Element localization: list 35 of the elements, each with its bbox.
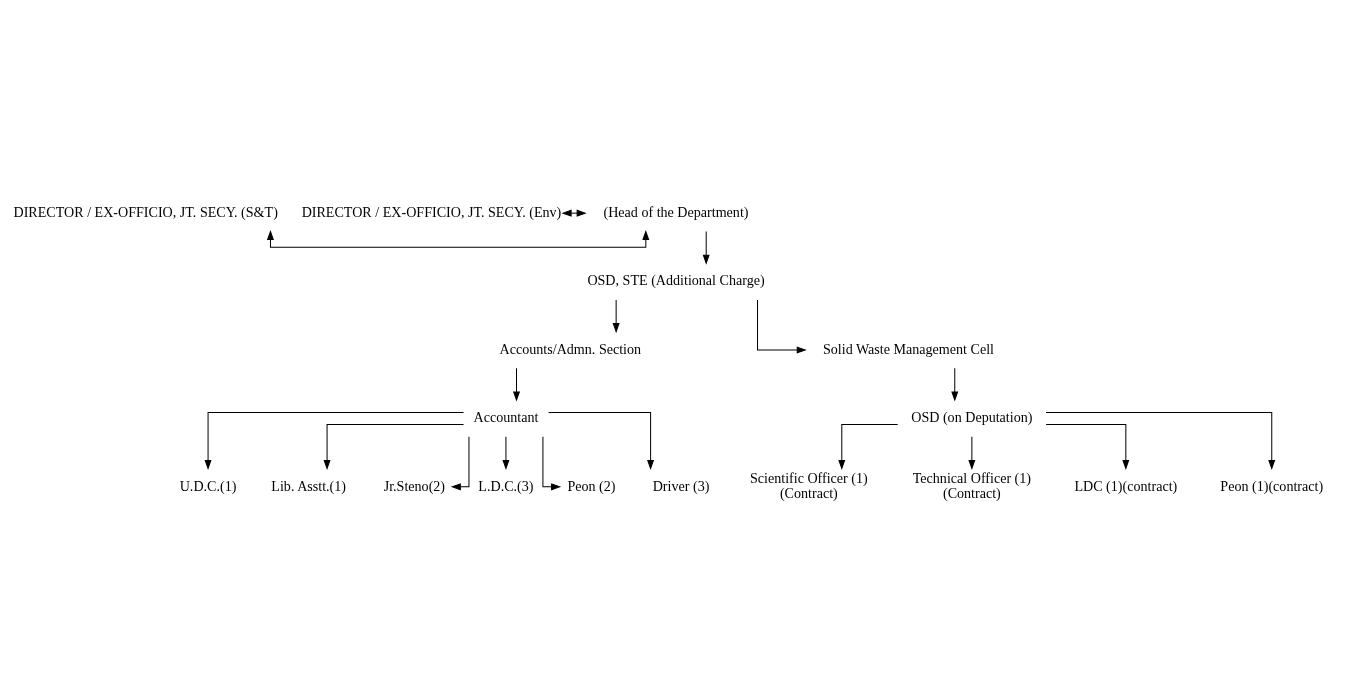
node-text: Lib. Asstt.(1) (271, 477, 347, 494)
arrow (757, 299, 807, 354)
node-text: Accountant (473, 409, 539, 426)
node-text: Peon (1)(contract) (1220, 477, 1324, 494)
node-text: DIRECTOR / EX-OFFICIO, JT. SECY. (S&T) (13, 203, 278, 220)
node-text: Solid Waste Management Cell (822, 340, 994, 357)
node-text: Peon (2) (567, 477, 616, 494)
node-text: Jr.Steno(2) (383, 477, 446, 494)
arrow (968, 436, 976, 470)
arrow (512, 367, 521, 402)
arrow (702, 230, 710, 265)
arrow (502, 436, 510, 470)
arrow (323, 423, 465, 470)
node-text: U.D.C.(1) (179, 477, 237, 494)
arrow (204, 411, 465, 470)
node-text: (Head of the Department) (603, 203, 749, 220)
arrow (1045, 423, 1130, 470)
arrow (266, 229, 650, 248)
arrow (542, 436, 562, 491)
node-text: Scientific Officer (1) (Contract) (749, 470, 868, 502)
node-text: Technical Officer (1) (Contract) (912, 470, 1032, 502)
arrow (838, 423, 899, 470)
node-text: OSD, STE (Additional Charge) (587, 272, 765, 289)
arrow (951, 367, 959, 402)
node-text: DIRECTOR / EX-OFFICIO, JT. SECY. (Env) (301, 203, 562, 220)
node-text: Driver (3) (652, 477, 710, 494)
node-text: Accounts/Admn. Section (499, 340, 642, 357)
node-text: LDC (1)(contract) (1074, 477, 1178, 494)
arrow (561, 209, 587, 217)
node-text: L.D.C.(3) (478, 477, 534, 494)
arrow (1045, 411, 1276, 470)
node-text: OSD (on Deputation) (911, 409, 1033, 426)
arrow (548, 411, 655, 470)
arrow (450, 436, 470, 491)
arrow (612, 299, 620, 334)
